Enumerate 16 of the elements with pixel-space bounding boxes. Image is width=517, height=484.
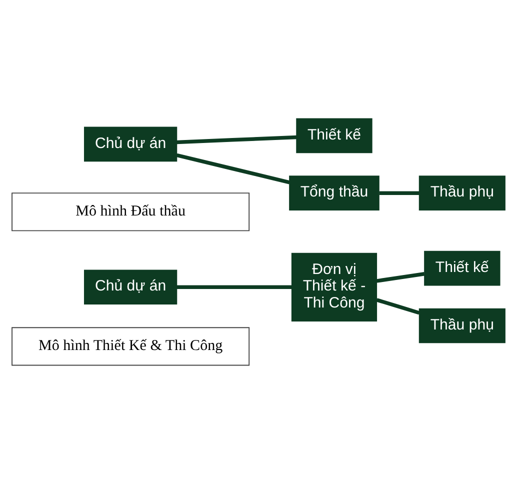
node-box: Thiết kế	[296, 118, 372, 154]
node-box: Thầu phụ	[418, 176, 506, 210]
connector	[376, 298, 420, 315]
connector	[376, 272, 425, 283]
node-box: Tổng thầu	[289, 176, 380, 210]
connector	[176, 285, 292, 290]
node-box: Đơn vị Thiết kế - Thi Công	[291, 252, 378, 322]
connector	[379, 191, 420, 195]
node-box: Chủ dự án	[84, 270, 178, 305]
connector	[176, 153, 290, 184]
node-box: Thiết kế	[424, 250, 500, 286]
connector	[176, 135, 297, 144]
node-box: Chủ dự án	[84, 126, 178, 162]
node-box: Mô hình Thiết Kế & Thi Công	[12, 327, 250, 366]
node-box: Thầu phụ	[418, 308, 506, 344]
node-box: Mô hình Đấu thầu	[12, 192, 250, 232]
